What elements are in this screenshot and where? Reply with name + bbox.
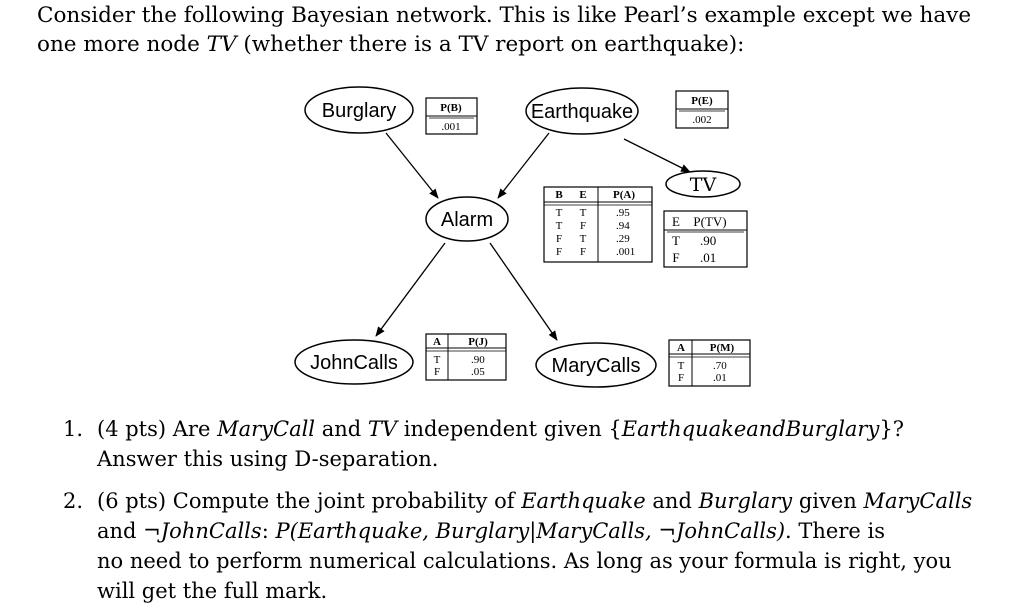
cpt-alarm-row2-e: F bbox=[580, 220, 586, 232]
cpt-johncalls: A P(J) T .90 F .05 bbox=[425, 333, 507, 381]
question-2-text-f: . There is bbox=[785, 519, 885, 543]
question-1-var-tv: TV bbox=[367, 417, 398, 441]
cpt-tv-row1-e: T bbox=[672, 233, 680, 248]
edge-alarm-marycalls bbox=[489, 242, 558, 341]
cpt-earthquake: P(E) .002 bbox=[675, 90, 729, 129]
question-1: 1. (4 pts) Are MaryCall and TV independe… bbox=[63, 414, 1007, 474]
intro-paragraph: Consider the following Bayesian network.… bbox=[37, 1, 1012, 59]
edge-earthquake-alarm bbox=[497, 132, 550, 199]
cpt-marycalls-row1-p: .70 bbox=[713, 360, 727, 372]
cpt-tv-header-ptv: P(TV) bbox=[693, 214, 726, 229]
node-burglary: Burglary bbox=[304, 86, 414, 134]
question-1-line-2: Answer this using D-separation. bbox=[97, 447, 439, 471]
question-2: 2. (6 pts) Compute the joint probability… bbox=[63, 486, 1017, 606]
question-2-var-burglary: Burglary bbox=[698, 489, 793, 513]
cpt-marycalls-row2-p: .01 bbox=[713, 372, 727, 384]
cpt-alarm-row3-b: F bbox=[556, 233, 562, 245]
intro-line-1: Consider the following Bayesian network.… bbox=[37, 3, 972, 28]
cpt-alarm-row1-b: T bbox=[556, 207, 563, 219]
node-johncalls-label: JohnCalls bbox=[310, 352, 398, 374]
question-2-var-marycalls: MaryCalls bbox=[863, 489, 973, 513]
intro-line-2b: (whether there is a TV report on earthqu… bbox=[236, 32, 745, 57]
cpt-tv: E P(TV) T .90 F .01 bbox=[663, 210, 748, 268]
question-1-text-b: and bbox=[315, 417, 368, 441]
cpt-johncalls-header-a: A bbox=[433, 336, 441, 348]
cpt-johncalls-row1-a: T bbox=[434, 354, 441, 366]
node-marycalls-label: MaryCalls bbox=[552, 355, 641, 377]
question-1-number: 1. bbox=[63, 417, 84, 441]
question-1-var-marycall: MaryCall bbox=[217, 417, 316, 441]
edge-burglary-alarm bbox=[385, 132, 439, 199]
cpt-tv-row2-e: F bbox=[672, 250, 679, 265]
cpt-tv-row2-p: .01 bbox=[700, 250, 716, 265]
cpt-alarm-row4-e: F bbox=[580, 246, 586, 258]
question-1-var-evidence: EarthquakeandBurglary bbox=[621, 417, 880, 441]
cpt-alarm-row1-e: T bbox=[580, 207, 587, 219]
node-tv: TV bbox=[665, 170, 741, 198]
question-2-line-3: no need to perform numerical calculation… bbox=[97, 549, 952, 573]
question-2-line-4: will get the full mark. bbox=[97, 579, 328, 603]
cpt-johncalls-header-pj: P(J) bbox=[468, 336, 488, 348]
cpt-tv-row1-p: .90 bbox=[700, 233, 716, 248]
question-2-formula: P(Earthquake, Burglary|MaryCalls, ¬JohnC… bbox=[275, 519, 786, 543]
cpt-alarm-row1-p: .95 bbox=[616, 207, 630, 219]
node-tv-label: TV bbox=[690, 174, 717, 196]
cpt-alarm-header-e: E bbox=[579, 189, 586, 201]
question-1-text-d: }? bbox=[879, 417, 904, 441]
edge-alarm-johncalls bbox=[375, 242, 446, 337]
question-2-text-d: and ¬ bbox=[97, 519, 161, 543]
cpt-johncalls-row1-p: .90 bbox=[471, 354, 485, 366]
cpt-marycalls-row2-a: F bbox=[678, 372, 684, 384]
cpt-earthquake-header: P(E) bbox=[691, 95, 713, 107]
intro-tv-variable: TV bbox=[206, 32, 237, 57]
cpt-marycalls: A P(M) T .70 F .01 bbox=[668, 339, 751, 387]
question-1-text-a: (4 pts) Are bbox=[97, 417, 218, 441]
cpt-marycalls-header-a: A bbox=[677, 342, 685, 354]
cpt-alarm-header-b: B bbox=[555, 189, 563, 201]
question-2-text-e: : bbox=[261, 519, 276, 543]
cpt-alarm-row2-b: T bbox=[556, 220, 563, 232]
cpt-burglary: P(B) .001 bbox=[425, 97, 478, 135]
cpt-alarm: B E P(A) T T .95 T F .94 F T .29 F F .00… bbox=[543, 186, 653, 263]
cpt-tv-header-e: E bbox=[672, 214, 680, 229]
question-2-number: 2. bbox=[63, 489, 84, 513]
intro-line-2a: one more node bbox=[37, 32, 207, 57]
question-2-var-johncalls: JohnCalls bbox=[160, 519, 262, 543]
cpt-alarm-row2-p: .94 bbox=[616, 220, 630, 232]
node-alarm: Alarm bbox=[425, 196, 509, 242]
cpt-alarm-row3-e: T bbox=[580, 233, 587, 245]
cpt-burglary-header: P(B) bbox=[440, 102, 462, 114]
cpt-marycalls-row1-a: T bbox=[678, 360, 685, 372]
node-earthquake-label: Earthquake bbox=[531, 101, 633, 123]
cpt-alarm-header-pa: P(A) bbox=[613, 189, 635, 201]
cpt-alarm-row3-p: .29 bbox=[616, 233, 630, 245]
node-earthquake: Earthquake bbox=[525, 87, 639, 135]
edge-earthquake-tv bbox=[623, 138, 691, 173]
cpt-alarm-row4-b: F bbox=[556, 246, 562, 258]
cpt-burglary-value: .001 bbox=[441, 121, 460, 133]
node-burglary-label: Burglary bbox=[322, 100, 396, 122]
question-2-text-b: and bbox=[645, 489, 699, 513]
cpt-alarm-row4-p: .001 bbox=[616, 246, 635, 258]
question-1-text-c: independent given { bbox=[397, 417, 622, 441]
cpt-marycalls-header-pm: P(M) bbox=[710, 342, 735, 354]
cpt-johncalls-row2-a: F bbox=[434, 366, 440, 378]
question-2-text-a: (6 pts) Compute the joint probability of bbox=[97, 489, 522, 513]
node-alarm-label: Alarm bbox=[441, 209, 493, 231]
question-2-var-earthquake: Earthquake bbox=[521, 489, 646, 513]
node-marycalls: MaryCalls bbox=[535, 342, 657, 388]
node-johncalls: JohnCalls bbox=[294, 339, 414, 385]
question-2-text-c: given bbox=[792, 489, 864, 513]
cpt-earthquake-value: .002 bbox=[692, 114, 711, 126]
cpt-johncalls-row2-p: .05 bbox=[471, 366, 485, 378]
